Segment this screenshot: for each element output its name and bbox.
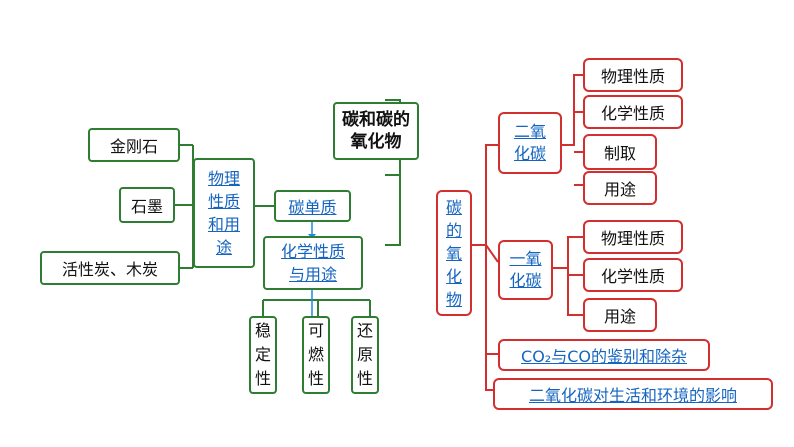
co2-physical-label: 物理性质: [600, 67, 665, 86]
leaf-diamond-label: 金刚石: [109, 137, 158, 156]
leaf-diamond: 金刚石: [88, 128, 180, 162]
co2-node[interactable]: 二氧 化碳: [498, 112, 562, 174]
co-chemical-label: 化学性质: [600, 267, 665, 286]
prop-reducibility: 还 原 性: [351, 316, 379, 394]
co2-co-comparison-label: CO₂与CO的鉴别和除杂: [521, 347, 687, 366]
co-chemical: 化学性质: [583, 258, 683, 292]
title-text: 碳和碳的 氧化物: [342, 110, 410, 152]
leaf-graphite-label: 石墨: [130, 197, 163, 216]
co2-chemical: 化学性质: [583, 95, 683, 129]
chemical-props-label: 化学性质 与用途: [280, 242, 345, 284]
co2-uses: 用途: [583, 171, 657, 205]
co2-chemical-label: 化学性质: [600, 104, 665, 123]
prop-reducibility-label: 还 原 性: [356, 321, 373, 388]
co2-impact-node[interactable]: 二氧化碳对生活和环境的影响: [493, 378, 773, 410]
title-box: 碳和碳的 氧化物: [333, 102, 419, 160]
physical-props-node[interactable]: 物理 性质 和用 途: [193, 158, 255, 268]
leaf-graphite: 石墨: [119, 187, 175, 223]
leaf-charcoal-label: 活性炭、木炭: [61, 260, 158, 279]
carbon-oxides-node[interactable]: 碳 的 氧 化 物: [436, 190, 472, 316]
chemical-props-node[interactable]: 化学性质 与用途: [263, 236, 363, 290]
carbon-oxides-label: 碳 的 氧 化 物: [445, 197, 462, 309]
co2-co-comparison-node[interactable]: CO₂与CO的鉴别和除杂: [498, 339, 710, 371]
co2-preparation-label: 制取: [603, 144, 636, 163]
co2-impact-label: 二氧化碳对生活和环境的影响: [528, 386, 737, 405]
prop-stability: 稳 定 性: [249, 316, 277, 394]
co2-physical: 物理性质: [583, 58, 683, 92]
carbon-elemental-label: 碳单质: [288, 198, 337, 217]
leaf-charcoal: 活性炭、木炭: [40, 251, 180, 285]
co2-preparation: 制取: [583, 134, 657, 170]
prop-stability-label: 稳 定 性: [254, 321, 271, 388]
physical-props-label: 物理 性质 和用 途: [207, 169, 240, 257]
co-node[interactable]: 一氧 化碳: [498, 240, 553, 300]
co2-uses-label: 用途: [603, 180, 636, 199]
co-label: 一氧 化碳: [509, 249, 542, 290]
prop-combustibility-label: 可 燃 性: [307, 321, 324, 388]
co-physical-label: 物理性质: [600, 229, 665, 248]
co-uses-label: 用途: [603, 307, 636, 326]
prop-combustibility: 可 燃 性: [302, 316, 330, 394]
carbon-elemental-node[interactable]: 碳单质: [274, 190, 351, 222]
co-physical: 物理性质: [583, 220, 683, 254]
co2-label: 二氧 化碳: [513, 122, 546, 163]
co-uses: 用途: [583, 298, 657, 332]
